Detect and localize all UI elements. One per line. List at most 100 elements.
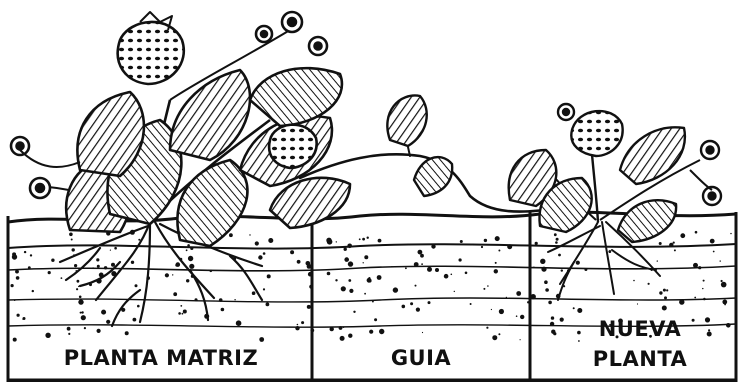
- soil-speck: [111, 263, 115, 267]
- soil-speck: [721, 280, 723, 282]
- soil-speck: [721, 282, 727, 288]
- soil-speck: [454, 291, 455, 292]
- soil-speck: [22, 318, 23, 319]
- soil-speck: [172, 274, 173, 275]
- soil-speck: [422, 332, 423, 333]
- soil-speck: [190, 247, 193, 250]
- soil-speck: [327, 272, 331, 276]
- soil-speck: [494, 269, 498, 273]
- soil-speck: [555, 241, 558, 244]
- soil-speck: [535, 242, 538, 245]
- soil-speck: [533, 267, 534, 268]
- soil-speck: [196, 299, 198, 301]
- soil-speck: [78, 299, 83, 304]
- soil-speck: [61, 277, 63, 279]
- soil-speck: [548, 301, 552, 305]
- soil-speck: [374, 318, 377, 321]
- soil-speck: [335, 279, 337, 281]
- soil-speck: [428, 301, 431, 304]
- soil-speck: [344, 257, 349, 262]
- soil-speck: [348, 334, 352, 338]
- soil-speck: [364, 255, 368, 259]
- soil-speck: [71, 239, 73, 241]
- soil-speck: [189, 264, 194, 269]
- soil-speck: [347, 244, 352, 249]
- soil-speck: [495, 262, 497, 264]
- soil-speck: [713, 251, 715, 253]
- soil-speck: [393, 287, 398, 292]
- soil-speck: [498, 250, 500, 252]
- soil-speck: [114, 247, 117, 250]
- new-plant-label-line2: PLANTA: [540, 344, 740, 374]
- soil-speck: [17, 314, 20, 317]
- soil-speck: [486, 327, 488, 329]
- soil-speck: [657, 260, 658, 261]
- soil-speck: [135, 284, 138, 287]
- soil-speck: [556, 238, 559, 241]
- soil-speck: [587, 246, 589, 248]
- soil-speck: [266, 303, 270, 307]
- soil-speck: [340, 336, 345, 341]
- soil-speck: [561, 269, 563, 271]
- soil-speck: [84, 327, 86, 329]
- soil-speck: [405, 267, 407, 269]
- soil-speck: [516, 291, 521, 296]
- soil-speck: [541, 267, 546, 272]
- soil-speck: [30, 254, 32, 256]
- soil-speck: [67, 327, 71, 331]
- soil-speck: [268, 238, 273, 243]
- soil-speck: [554, 233, 557, 236]
- soil-speck: [297, 324, 299, 326]
- soil-speck: [545, 288, 549, 292]
- soil-speck: [45, 333, 50, 338]
- soil-speck: [418, 250, 423, 255]
- mother-plant: [11, 12, 350, 246]
- soil-speck: [414, 262, 419, 267]
- soil-speck: [724, 304, 726, 306]
- soil-speck: [69, 233, 73, 237]
- soil-speck: [236, 320, 242, 326]
- soil-speck: [339, 326, 343, 330]
- soil-speck: [664, 296, 667, 299]
- soil-speck: [133, 318, 137, 322]
- soil-speck: [353, 311, 355, 313]
- soil-speck: [182, 313, 184, 315]
- soil-speck: [637, 303, 638, 304]
- soil-speck: [364, 293, 366, 295]
- soil-speck: [520, 315, 524, 319]
- soil-speck: [51, 259, 54, 262]
- soil-speck: [76, 288, 78, 290]
- soil-speck: [669, 243, 673, 247]
- soil-speck: [138, 239, 140, 241]
- soil-speck: [68, 333, 70, 335]
- soil-speck: [673, 242, 675, 244]
- soil-speck: [506, 297, 507, 298]
- mother-plant-label: PLANTA MATRIZ: [20, 346, 302, 370]
- soil-speck: [368, 277, 370, 279]
- soil-speck: [259, 337, 264, 342]
- soil-speck: [307, 305, 311, 309]
- soil-speck: [349, 289, 353, 293]
- soil-speck: [106, 320, 110, 324]
- soil-speck: [703, 280, 705, 282]
- soil-speck: [137, 305, 140, 308]
- soil-speck: [92, 267, 94, 269]
- soil-speck: [584, 268, 587, 271]
- soil-speck: [74, 264, 77, 267]
- soil-speck: [359, 238, 361, 240]
- soil-speck: [77, 280, 80, 283]
- soil-speck: [183, 310, 187, 314]
- soil-speck: [290, 250, 294, 254]
- soil-speck: [415, 285, 417, 287]
- soil-speck: [11, 284, 14, 287]
- soil-speck: [297, 260, 301, 264]
- soil-speck: [125, 331, 129, 335]
- soil-speck: [460, 240, 463, 243]
- soil-speck: [659, 291, 662, 294]
- soil-speck: [255, 241, 259, 245]
- soil-speck: [249, 234, 250, 235]
- soil-speck: [722, 300, 727, 305]
- soil-speck: [492, 335, 497, 340]
- soil-speck: [703, 298, 706, 301]
- soil-speck: [720, 260, 721, 261]
